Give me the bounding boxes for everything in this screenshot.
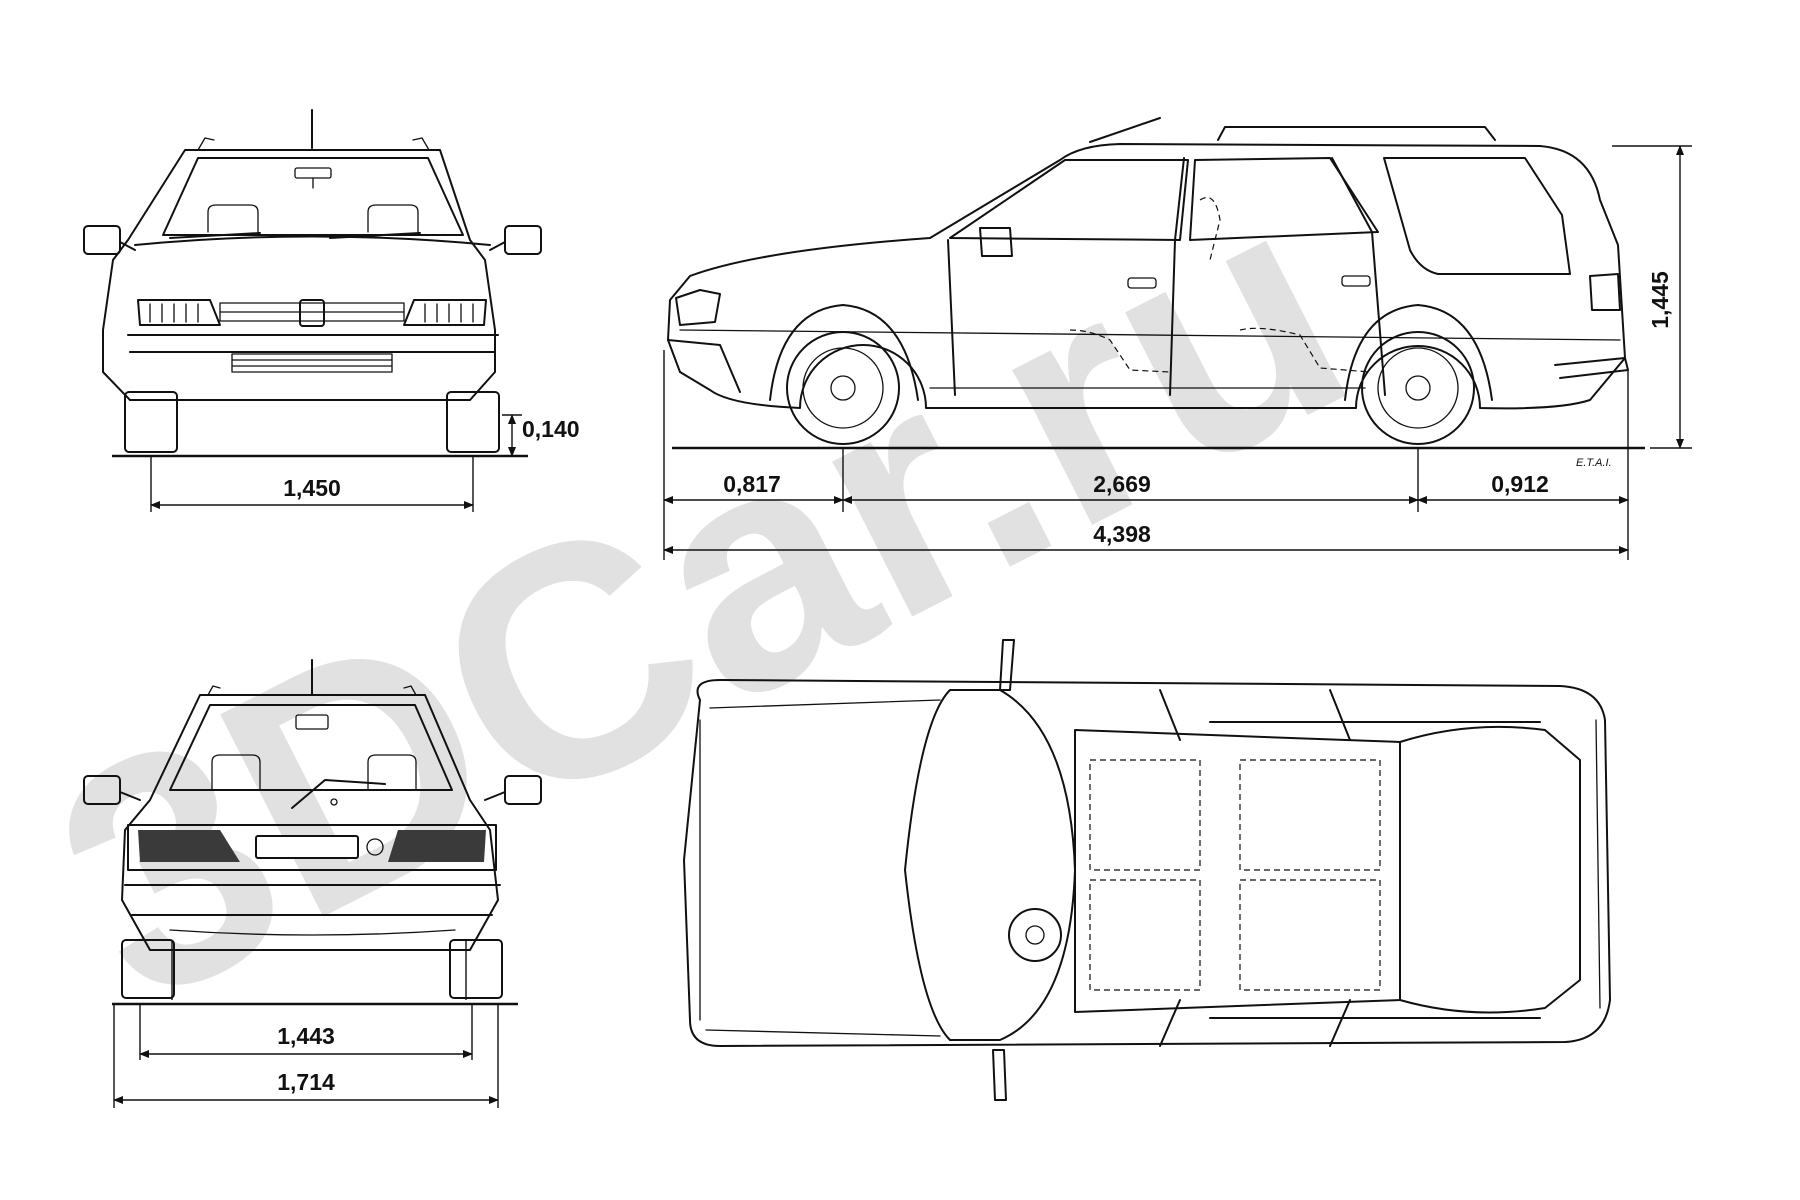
dim-overall-length: 4,398 bbox=[1093, 521, 1151, 547]
rear-view: 1,443 1,714 bbox=[83, 659, 542, 1108]
headlight-hatching bbox=[149, 303, 474, 323]
side-view: E.T.A.I. 1,445 0,817 2,669 0,912 4,398 bbox=[663, 117, 1692, 560]
dim-overall-width: 1,714 bbox=[277, 1069, 335, 1095]
badge-icon bbox=[299, 299, 325, 327]
dim-wheelbase: 2,669 bbox=[1093, 471, 1151, 497]
front-view: 0,140 1,450 bbox=[83, 109, 580, 512]
dim-ground-clearance: 0,140 bbox=[522, 416, 580, 442]
dim-rear-overhang: 0,912 bbox=[1491, 471, 1549, 497]
dim-height: 1,445 bbox=[1647, 271, 1673, 329]
watermark: 3DCar.ru bbox=[4, 119, 1397, 1072]
dim-rear-track: 1,443 bbox=[277, 1023, 335, 1049]
credit-label: E.T.A.I. bbox=[1576, 457, 1612, 469]
dim-front-overhang: 0,817 bbox=[723, 471, 781, 497]
watermark-text: 3DCar.ru bbox=[4, 119, 1397, 1072]
dim-front-track: 1,450 bbox=[283, 475, 341, 501]
top-view bbox=[683, 639, 1611, 1101]
